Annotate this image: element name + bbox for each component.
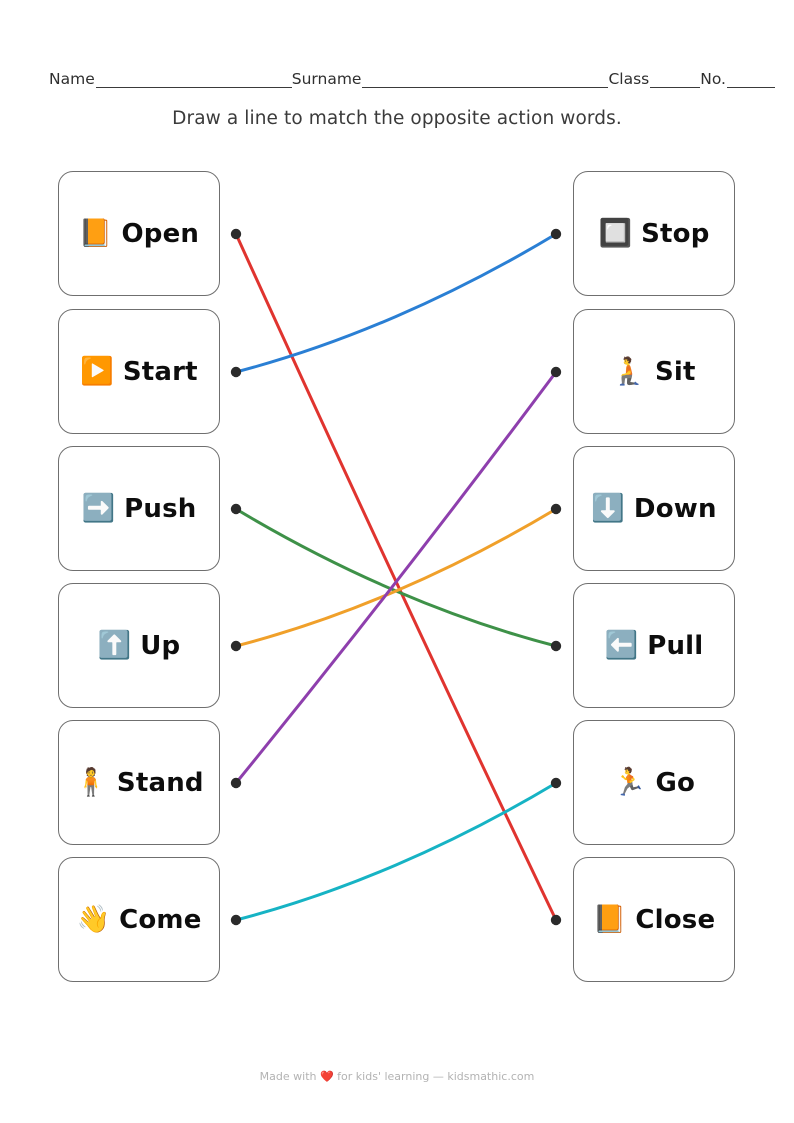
no-input-line[interactable] (726, 72, 775, 88)
right-card-label: Go (655, 767, 696, 798)
left-connector-dot[interactable] (230, 366, 242, 378)
left-card-stand[interactable]: 🧍 Stand (58, 720, 220, 845)
right-card-label: Stop (641, 218, 710, 249)
right-card-label: Pull (647, 630, 704, 661)
no-label: No. (700, 70, 726, 88)
play-button-icon: ▶️ (80, 356, 114, 387)
connector-line (234, 507, 558, 648)
right-card-pull[interactable]: ⬅️ Pull (573, 583, 735, 708)
left-card-open[interactable]: 📙 Open (58, 171, 220, 296)
surname-label: Surname (291, 70, 362, 88)
left-card-up[interactable]: ⬆️ Up (58, 583, 220, 708)
connector-line (234, 232, 558, 374)
left-card-start[interactable]: ▶️ Start (58, 309, 220, 434)
up-arrow-icon: ⬆️ (97, 630, 132, 661)
name-label: Name (49, 70, 95, 88)
right-card-down[interactable]: ⬇️ Down (573, 446, 735, 571)
left-card-come[interactable]: 👋 Come (58, 857, 220, 982)
left-connector-dot[interactable] (230, 777, 242, 789)
right-connector-dot[interactable] (550, 777, 562, 789)
left-card-label: Stand (116, 767, 204, 798)
right-card-sit[interactable]: 🧎 Sit (573, 309, 735, 434)
connector-line (234, 781, 558, 922)
right-card-close[interactable]: 📙 Close (573, 857, 735, 982)
kneeling-person-icon: 🧎 (612, 356, 646, 387)
right-card-label: Sit (654, 356, 696, 387)
connector-line (234, 232, 558, 922)
connector-line (234, 507, 558, 648)
running-person-icon: 🏃 (612, 767, 647, 798)
surname-input-line[interactable] (362, 72, 609, 88)
down-arrow-icon: ⬇️ (591, 493, 625, 524)
right-connector-dot[interactable] (550, 640, 562, 652)
closed-book-icon: 📙 (78, 218, 113, 249)
heart-icon: ❤️ (319, 1070, 334, 1083)
right-card-stop[interactable]: 🔲 Stop (573, 171, 735, 296)
waving-hand-icon: 👋 (76, 904, 111, 935)
standing-person-icon: 🧍 (74, 767, 108, 798)
right-card-label: Down (633, 493, 717, 524)
footer-credit: Made with ❤️ for kids' learning — kidsma… (0, 1070, 794, 1083)
instruction-text: Draw a line to match the opposite action… (172, 108, 622, 129)
footer-suffix: for kids' learning — kidsmathic.com (333, 1070, 535, 1083)
right-connector-dot[interactable] (550, 228, 562, 240)
left-card-label: Up (140, 630, 181, 661)
right-arrow-icon: ➡️ (81, 493, 116, 524)
right-card-label: Close (635, 904, 716, 935)
left-arrow-icon: ⬅️ (604, 630, 639, 661)
left-connector-dot[interactable] (230, 503, 242, 515)
left-card-push[interactable]: ➡️ Push (58, 446, 220, 571)
left-card-label: Start (122, 356, 198, 387)
class-input-line[interactable] (650, 72, 701, 88)
connector-line (234, 370, 558, 785)
worksheet-header: Name Surname Class No. (49, 62, 775, 88)
class-label: Class (608, 70, 650, 88)
left-connector-dot[interactable] (230, 640, 242, 652)
right-card-go[interactable]: 🏃 Go (573, 720, 735, 845)
left-card-label: Open (121, 218, 200, 249)
left-card-label: Come (119, 904, 202, 935)
right-connector-dot[interactable] (550, 914, 562, 926)
right-connector-dot[interactable] (550, 503, 562, 515)
closed-book-icon: 📙 (592, 904, 627, 935)
left-card-label: Push (124, 493, 197, 524)
footer-prefix: Made with (259, 1070, 320, 1083)
right-connector-dot[interactable] (550, 366, 562, 378)
name-input-line[interactable] (95, 72, 292, 88)
stop-square-icon: 🔲 (598, 218, 633, 249)
left-connector-dot[interactable] (230, 228, 242, 240)
left-connector-dot[interactable] (230, 914, 242, 926)
